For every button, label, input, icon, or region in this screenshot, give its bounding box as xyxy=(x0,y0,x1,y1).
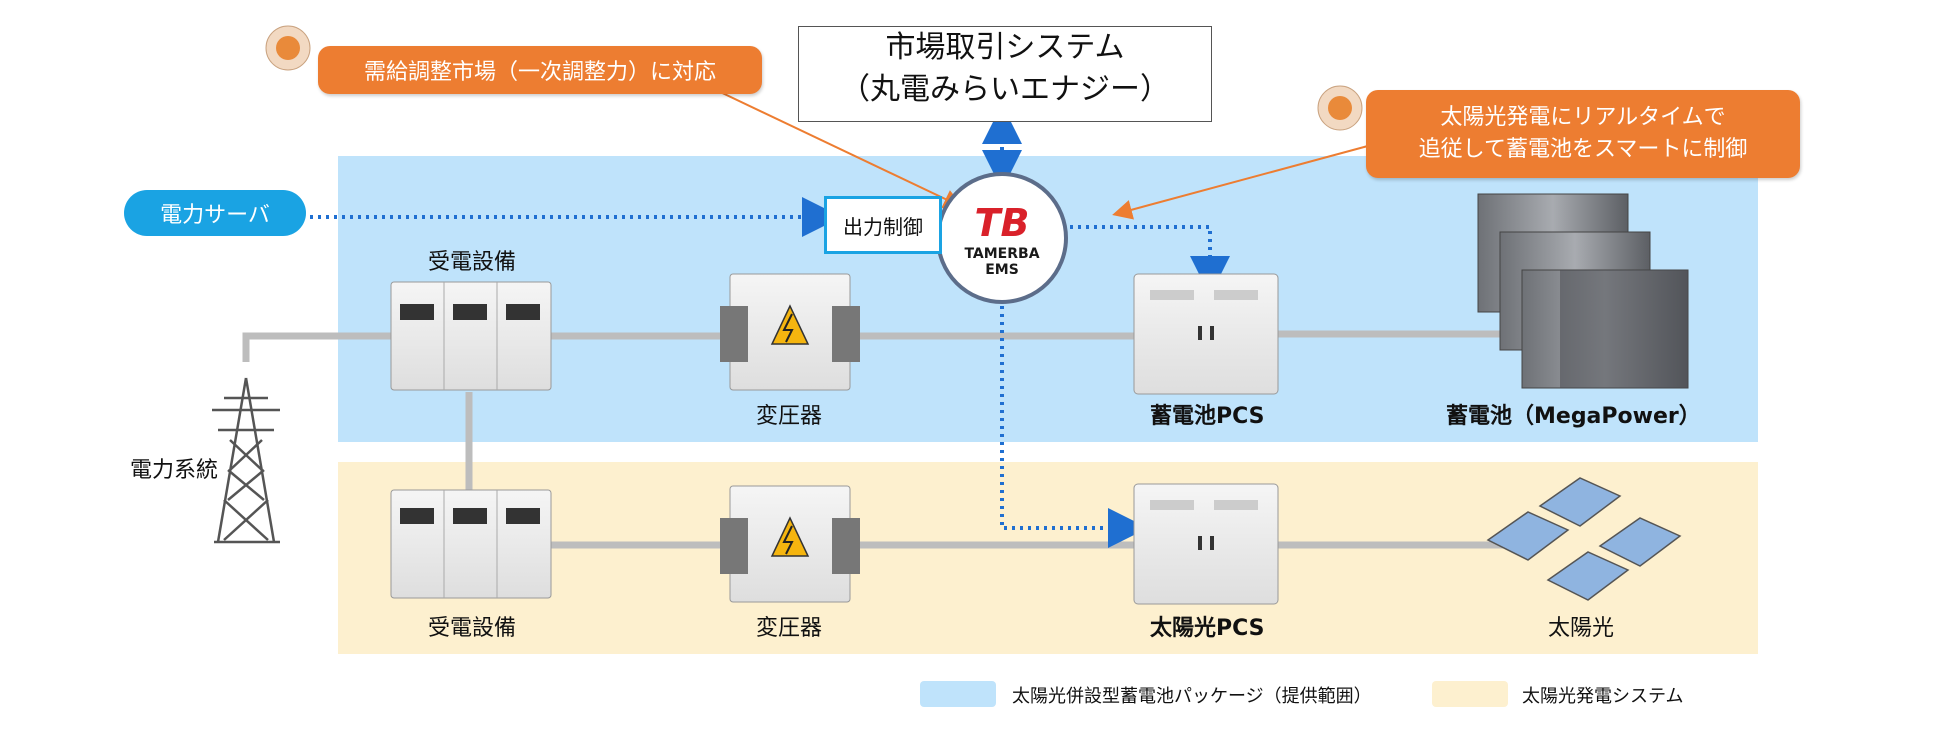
market-callout: 需給調整市場（一次調整力）に対応 xyxy=(318,46,762,94)
receiving-top-label: 受電設備 xyxy=(428,250,517,275)
solar-callout-line2: 追従して蓄電池をスマートに制御 xyxy=(1418,137,1748,162)
transformer-top-label: 変圧器 xyxy=(756,404,823,429)
grid-label: 電力系統 xyxy=(130,458,219,483)
legend-label-solar-system: 太陽光発電システム xyxy=(1522,686,1684,707)
output-control-box: 出力制御 xyxy=(824,196,942,254)
ems-sub: EMS xyxy=(985,262,1019,278)
receiving-cabinet-top xyxy=(390,281,552,391)
market-trading-system: 市場取引システム （丸電みらいエナジー） xyxy=(798,26,1212,122)
market-system-operator: （丸電みらいエナジー） xyxy=(840,72,1170,107)
battery-pcs-label: 蓄電池PCS xyxy=(1150,404,1265,429)
legend-label-battery-package: 太陽光併設型蓄電池パッケージ（提供範囲） xyxy=(1012,686,1372,707)
transformer-top-icon xyxy=(720,273,860,391)
solar-pcs-label: 太陽光PCS xyxy=(1150,616,1265,641)
transformer-bottom-label: 変圧器 xyxy=(756,616,823,641)
solar-system-region xyxy=(338,462,1758,654)
power-lines xyxy=(242,330,1512,549)
battery-megapower-icon xyxy=(1477,193,1689,389)
ems-brand: TAMERBA xyxy=(964,246,1039,262)
transmission-tower-icon xyxy=(212,377,280,544)
market-system-title: 市場取引システム xyxy=(885,30,1125,65)
solar-pcs-icon xyxy=(1133,483,1279,605)
ems-logo-mark: TB xyxy=(975,201,1030,245)
solar-panels-icon xyxy=(1486,477,1682,601)
transformer-bottom-icon xyxy=(720,485,860,603)
solar-tracking-callout: 太陽光発電にリアルタイムで 追従して蓄電池をスマートに制御 xyxy=(1366,90,1800,178)
battery-pcs-icon xyxy=(1133,273,1279,395)
control-lines xyxy=(310,104,1230,548)
callout-arrows xyxy=(715,89,1391,220)
legend-swatch-battery-package xyxy=(920,681,996,707)
receiving-bottom-label: 受電設備 xyxy=(428,616,517,641)
thumbs-up-icon xyxy=(265,25,311,71)
battery-label: 蓄電池（MegaPower） xyxy=(1446,404,1701,429)
power-server: 電力サーバ xyxy=(124,190,306,236)
thumbs-up-icon xyxy=(1317,85,1363,131)
solar-callout-line1: 太陽光発電にリアルタイムで xyxy=(1440,105,1726,130)
solar-label: 太陽光 xyxy=(1548,616,1615,641)
tamerba-ems-logo: TB TAMERBA EMS xyxy=(936,172,1068,304)
receiving-cabinet-bottom xyxy=(390,489,552,599)
legend-swatch-solar-system xyxy=(1432,681,1508,707)
